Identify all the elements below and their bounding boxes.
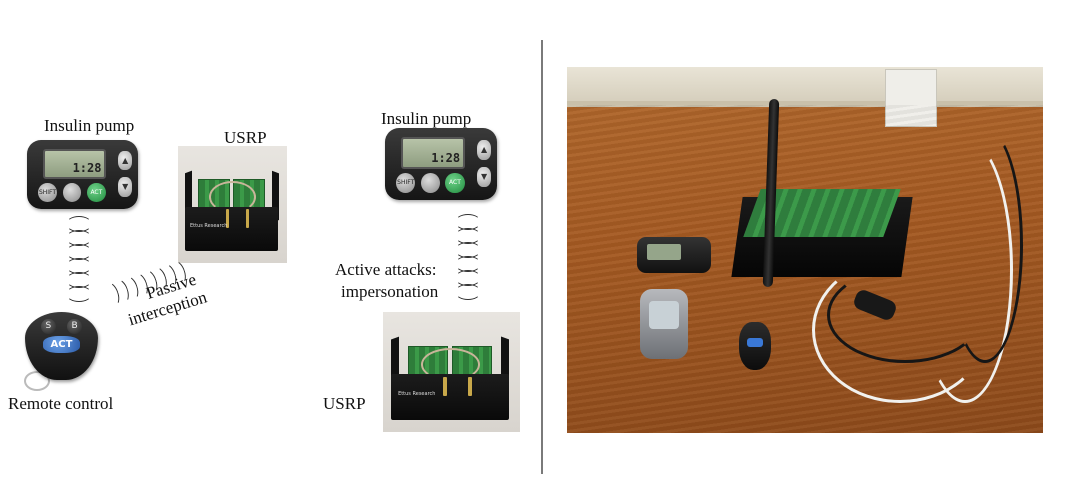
- pump-up-arrow-icon: ▲: [118, 151, 133, 171]
- radio-waves-left-vertical-icon: [58, 212, 98, 304]
- active-label-line1: Active attacks:: [335, 260, 437, 279]
- photo-insulin-pump: [637, 237, 711, 273]
- remote-keyring-icon: [24, 371, 50, 391]
- remote-control-label: Remote control: [8, 394, 114, 413]
- pump-down-arrow-icon: ▼: [118, 177, 133, 197]
- usrp-top-label: USRP: [224, 128, 267, 147]
- photo-wall: [567, 67, 1043, 101]
- insulin-pump-right: 1:28 SHIFT ACT ▲ ▼: [385, 128, 497, 200]
- usrp-top-photo: Ettus Research: [178, 146, 287, 263]
- usrp-bottom-logo: Ettus Research: [398, 391, 436, 398]
- pump-up-arrow-icon: ▲: [476, 139, 492, 160]
- pump-act-button: ACT: [445, 172, 465, 193]
- pump-screen: 1:28: [42, 148, 107, 180]
- insulin-pump-left: 1:28 SHIFT ACT ▲ ▼: [27, 140, 138, 209]
- remote-key-b: B: [67, 318, 82, 334]
- insulin-pump-left-label: Insulin pump: [44, 116, 135, 135]
- panel-divider: [541, 40, 543, 474]
- pump-left-arrow-button: [420, 172, 440, 193]
- photo-wall-outlet: [885, 69, 937, 127]
- pump-shift-button: SHIFT: [396, 172, 416, 193]
- remote-control-device: S B ACT: [25, 312, 98, 380]
- remote-key-act: ACT: [42, 336, 81, 353]
- pump-act-button: ACT: [86, 182, 106, 203]
- usrp-bottom-label: USRP: [323, 394, 366, 413]
- photo-glucose-meter: [640, 289, 688, 359]
- photo-remote-control: [739, 322, 771, 370]
- active-label-line2: impersonation: [341, 282, 439, 301]
- radio-waves-active-vertical-icon: [447, 210, 487, 302]
- pump-down-arrow-icon: ▼: [476, 166, 492, 188]
- photo-black-cable: [947, 127, 1023, 363]
- pump-left-arrow-button: [62, 182, 82, 203]
- remote-key-s: S: [41, 318, 56, 334]
- insulin-pump-right-label: Insulin pump: [381, 109, 472, 128]
- equipment-photo: [567, 67, 1043, 433]
- usrp-top-logo: Ettus Research: [189, 223, 228, 230]
- pump-screen: 1:28: [400, 137, 466, 169]
- active-attacks-label: Active attacks: impersonation: [335, 259, 438, 303]
- usrp-bottom-photo: Ettus Research: [383, 312, 520, 432]
- pump-shift-button: SHIFT: [38, 182, 57, 203]
